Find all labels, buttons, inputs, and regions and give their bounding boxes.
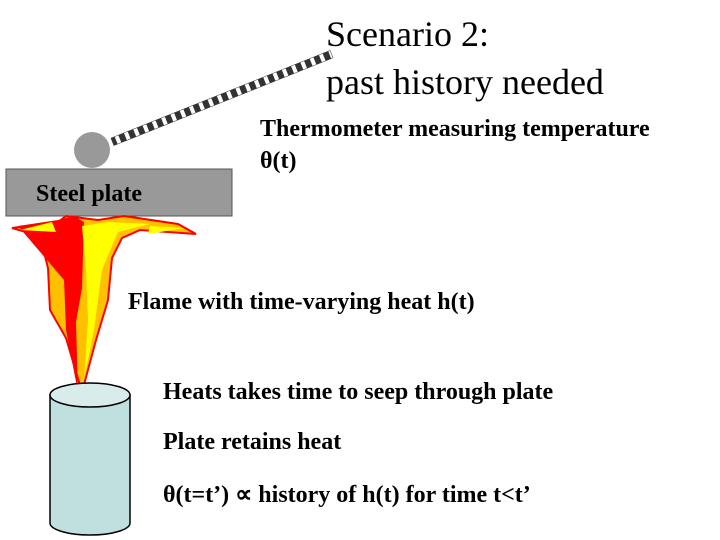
note-theta-history: θ(t=t’) ∝ history of h(t) for time t<t’ (163, 482, 531, 508)
theta-label: θ(t) (260, 148, 297, 174)
flame-tip-right (148, 226, 184, 234)
steel-plate (5, 168, 233, 217)
flame-red-core (18, 216, 84, 392)
thermometer (74, 50, 334, 168)
flame (11, 214, 197, 396)
title-line-1: Scenario 2: (326, 14, 489, 54)
thermometer-label: Thermometer measuring temperature (260, 116, 650, 142)
flame-tip-left (20, 222, 56, 232)
note-plate-retains: Plate retains heat (163, 429, 342, 455)
note-heat-seep: Heats takes time to seep through plate (163, 379, 554, 405)
burner (49, 382, 131, 536)
thermometer-stem (110, 50, 334, 146)
steel-plate-label: Steel plate (36, 181, 142, 207)
burner-top (49, 382, 131, 408)
flame-yellow-inner (82, 222, 150, 380)
burner-body (49, 394, 131, 536)
flame-label: Flame with time-varying heat h(t) (128, 289, 475, 315)
title-line-2: past history needed (326, 62, 604, 102)
thermometer-bulb (74, 132, 110, 168)
